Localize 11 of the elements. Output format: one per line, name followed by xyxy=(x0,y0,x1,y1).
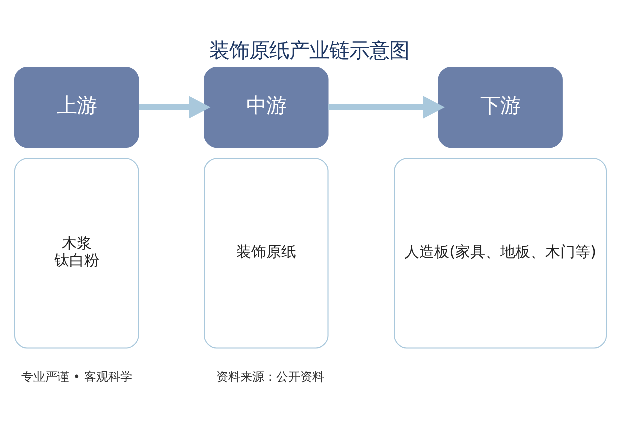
label: 资料来源：公开资料 xyxy=(216,370,324,384)
node-box: 人造板(家具、地板、木门等) xyxy=(394,158,608,349)
node-box: 装饰原纸 xyxy=(204,158,329,349)
node-box: 上游 xyxy=(14,66,140,148)
node-box: 木浆 钛白粉 xyxy=(14,158,140,349)
label: 专业严谨 • 客观科学 xyxy=(21,370,132,384)
node-box: 下游 xyxy=(438,66,563,148)
diagram-title: 装饰原纸产业链示意图 xyxy=(210,38,410,62)
node-box: 中游 xyxy=(204,66,329,148)
arrow xyxy=(328,96,445,119)
arrow xyxy=(139,96,211,119)
